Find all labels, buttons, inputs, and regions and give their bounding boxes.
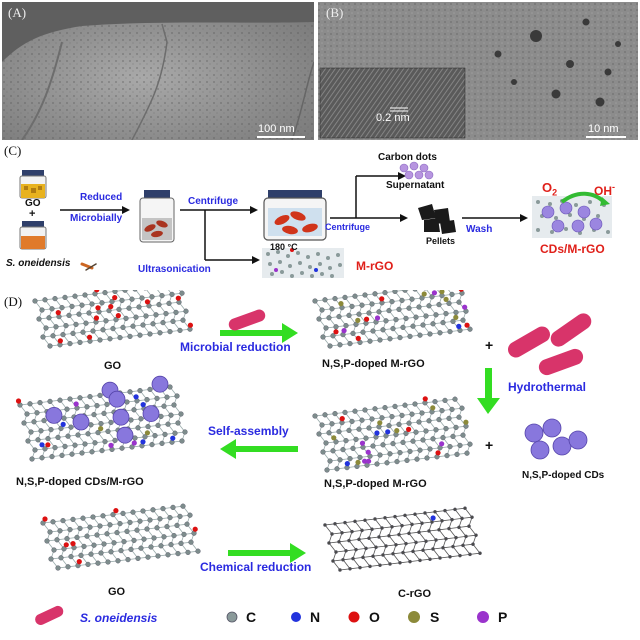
c-o2-main: O <box>542 180 553 195</box>
c-centrifuge-label-1: Centrifuge <box>188 196 238 207</box>
legend-c-label: C <box>246 609 257 625</box>
tem-b-texture <box>318 2 638 140</box>
legend-s-label: S <box>430 609 440 625</box>
d-self-assembly-label: Self-assembly <box>208 424 289 438</box>
c-centrifuge-label-2: Centrifuge <box>325 222 370 232</box>
c-o2-sub: 2 <box>552 187 558 198</box>
legend-carbon-icon <box>226 611 238 623</box>
c-oh-sup: - <box>612 182 615 192</box>
c-product-label: CDs/M-rGO <box>540 242 605 256</box>
c-wash-label: Wash <box>466 224 493 235</box>
bacteria-rod-icon-top <box>228 309 266 331</box>
tem-a-texture <box>2 2 314 140</box>
crgo-lattice <box>323 506 482 572</box>
carbon-dots-cluster-icon <box>399 161 434 180</box>
d-doped-mrgo-label-1: N,S,P-doped M-rGO <box>322 358 425 370</box>
legend-bacteria-icon <box>35 605 64 625</box>
tem-image-a: (A) 100 nm <box>2 2 314 140</box>
legend-oxygen-icon <box>348 611 360 623</box>
panel-a-label: (A) <box>8 5 27 20</box>
d-doped-cds-mrgo-label: N,S,P-doped CDs/M-rGO <box>16 476 144 488</box>
bacteria-cluster-icon <box>508 313 592 376</box>
panel-d-label: (D) <box>4 294 23 309</box>
c-go-label: GO <box>25 198 41 209</box>
c-microbially-label: Microbially <box>70 213 123 224</box>
d-chemical-reduction-label: Chemical reduction <box>200 560 312 574</box>
c-carbon-dots-label: Carbon dots <box>378 152 437 163</box>
panel-b-label: (B) <box>326 5 344 20</box>
c-reduced-label: Reduced <box>80 192 123 203</box>
c-temperature-label: 180 °C <box>270 242 298 252</box>
scale-label-a: 100 nm <box>258 123 295 135</box>
d-doped-mrgo-label-2: N,S,P-doped M-rGO <box>324 478 427 490</box>
arrow-hydrothermal <box>477 368 500 414</box>
legend-sulfur-icon <box>408 611 420 623</box>
d-crgo-label: C-rGO <box>398 588 431 600</box>
incubation-vial-icon <box>139 190 175 243</box>
legend-phosphorus-icon <box>477 611 489 623</box>
mrgo-lattice-2 <box>312 396 473 473</box>
c-ultrasonication-label: Ultrasonication <box>138 264 211 275</box>
d-plus-2: + <box>485 437 493 453</box>
bacteria-glyph-icon <box>80 262 97 271</box>
arrow-self-assembly <box>220 439 298 459</box>
scale-label-b: 10 nm <box>588 123 619 135</box>
c-o2-label: O2 <box>542 180 557 198</box>
panel-d-diagram: + + <box>15 290 592 625</box>
panel-c-diagram <box>19 161 612 278</box>
arrow-microbial-reduction <box>220 323 298 343</box>
d-go-label: GO <box>104 360 122 372</box>
pellets-icon <box>418 204 456 234</box>
c-organism-label: S. oneidensis <box>6 258 71 269</box>
legend-n-label: N <box>310 609 321 625</box>
c-oh-label: OH- <box>594 182 615 198</box>
go-lattice-2 <box>40 503 201 571</box>
d-go-label-2: GO <box>108 586 126 598</box>
d-doped-cds-label: N,S,P-doped CDs <box>522 470 605 481</box>
c-mrgo-label: M-rGO <box>356 259 394 273</box>
inset-scale-label-b: 0.2 nm <box>376 112 410 124</box>
arrow-chemical-reduction <box>228 543 306 563</box>
legend-organism-label: S. oneidensis <box>80 611 158 625</box>
scale-bar-a <box>257 136 305 138</box>
cds-mrgo-composite-icon <box>532 191 612 238</box>
scale-bar-b <box>586 136 626 138</box>
legend-o-label: O <box>369 609 380 625</box>
mrgo-lattice-1 <box>312 290 473 349</box>
c-oh-main: OH <box>594 184 612 198</box>
d-microbial-reduction-label: Microbial reduction <box>180 340 291 354</box>
cds-mrgo-lattice <box>15 375 188 462</box>
bacteria-vial-icon <box>19 221 47 250</box>
c-supernatant-label: Supernatant <box>386 180 445 191</box>
tem-image-b: (B) 0.2 nm 10 nm <box>318 2 638 140</box>
c-plus-label: + <box>29 208 36 220</box>
go-vial-icon <box>19 170 47 199</box>
go-lattice-1 <box>32 290 194 349</box>
carbon-dot-particles <box>494 18 621 107</box>
hydrothermal-vessel-icon <box>263 190 327 241</box>
legend-nitrogen-icon <box>291 612 301 622</box>
doped-cds-spheres-icon <box>524 418 588 460</box>
d-hydrothermal-label: Hydrothermal <box>508 380 587 394</box>
mrgo-sheet-icon <box>262 248 344 278</box>
legend-p-label: P <box>498 609 508 625</box>
c-pellets-label: Pellets <box>426 236 456 246</box>
d-plus-1: + <box>485 337 493 353</box>
panel-c-label: (C) <box>4 143 22 158</box>
